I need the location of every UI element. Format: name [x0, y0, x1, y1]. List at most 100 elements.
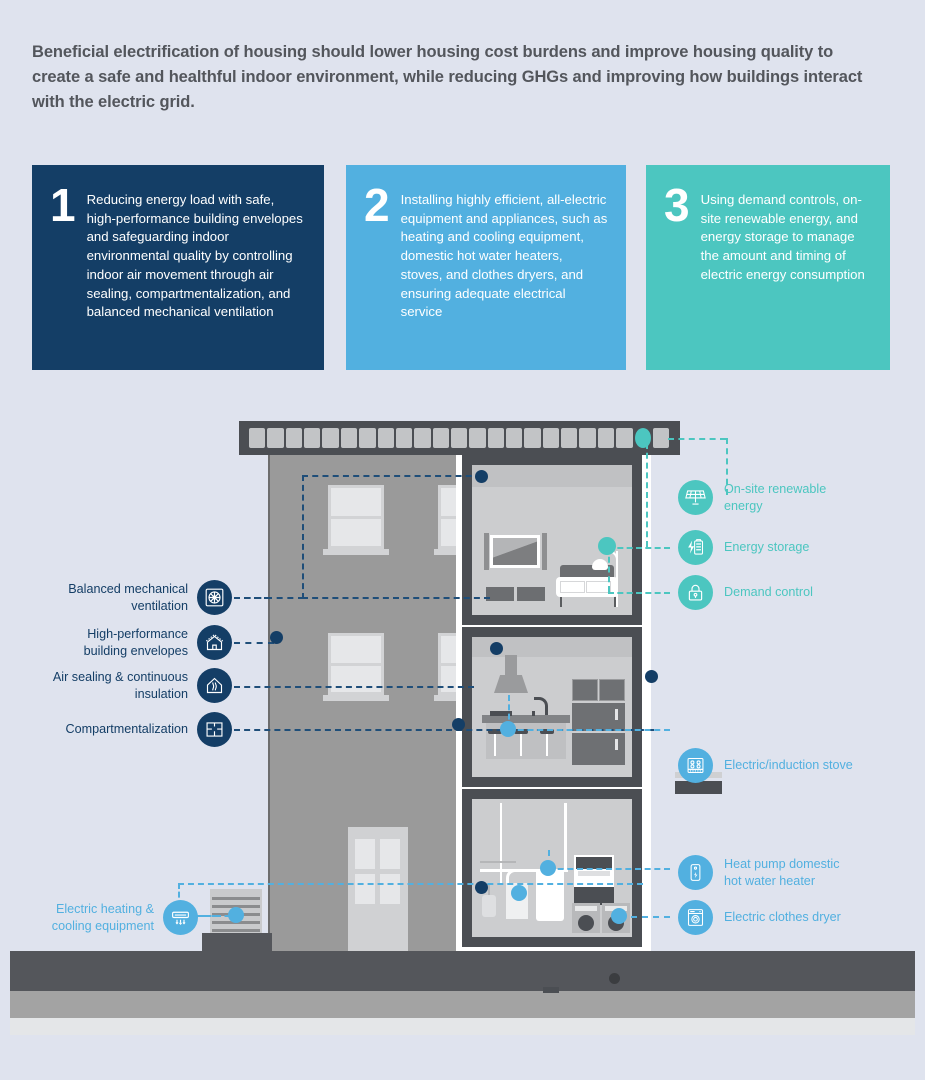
credenza-left — [486, 587, 514, 601]
building-entry-door — [348, 827, 408, 951]
stove-icon — [678, 748, 713, 783]
kitchen-ceiling — [472, 637, 632, 657]
hotspot-water-heater — [540, 860, 556, 876]
pillar-card-1-text: Reducing energy load with safe, high-per… — [86, 192, 303, 320]
callout-energy-storage[interactable]: Energy storage — [678, 530, 913, 565]
kitchen-island-counter — [482, 715, 570, 723]
building-cutaway-illustration — [0, 395, 925, 1035]
facade-window-sill-4 — [434, 695, 468, 701]
tv-speaker-left — [484, 533, 489, 570]
connector-solar-a — [668, 438, 726, 440]
connector-compartmentalization — [234, 729, 654, 731]
sofa-leg-left — [560, 597, 562, 607]
bar-stool-3 — [540, 729, 554, 734]
pillar-card-3-text: Using demand controls, on-site renewable… — [700, 192, 865, 282]
connector-demand-control — [608, 592, 670, 594]
television — [490, 535, 540, 568]
kitchen-faucet — [534, 697, 548, 715]
callout-electric-heating-cooling-equipment[interactable]: Electric heating & cooling equipment — [20, 900, 198, 935]
mini-split-icon — [163, 900, 198, 935]
house-envelope-icon — [197, 625, 232, 660]
connector-airsealing — [234, 686, 474, 688]
callout-label: Energy storage — [724, 540, 810, 555]
utility-pipe-elbow — [506, 869, 526, 887]
callout-label: Electric heating & cooling equipment — [51, 901, 154, 933]
connector-ventilation-c — [302, 475, 482, 477]
heat-pump-water-heater — [536, 869, 620, 984]
upper-cabinet-right — [599, 679, 625, 701]
hotspot-living-ceiling — [475, 881, 488, 894]
facade-window-sill-2 — [434, 549, 468, 555]
bar-stool-2 — [514, 729, 528, 734]
utility-pipe-vertical-2 — [564, 803, 567, 869]
tv-speaker-right — [542, 533, 547, 570]
callout-label: Heat pump domestic hot water heater — [724, 856, 840, 888]
hotspot-compartmentalization — [452, 718, 465, 731]
living-room-ceiling — [472, 465, 632, 487]
water-heater-icon — [678, 855, 713, 890]
expansion-tank — [482, 895, 496, 917]
facade-edge — [268, 455, 270, 951]
hvac-pad — [202, 933, 272, 951]
connector-hvac-c — [178, 883, 643, 885]
floorplan-icon — [197, 712, 232, 747]
pillar-card-1-number: 1 — [50, 179, 76, 231]
solar-panel-array — [249, 428, 669, 448]
ground-band-light — [10, 1018, 915, 1035]
callout-electric-clothes-dryer[interactable]: Electric clothes dryer — [678, 900, 913, 935]
connector-storage — [608, 547, 670, 549]
hotspot-energy-storage — [598, 537, 616, 555]
connector-roof-drop — [646, 443, 648, 547]
pillar-card-2: 2 Installing highly efficient, all-elect… — [346, 165, 626, 370]
callout-label: Balanced mechanical ventilation — [68, 581, 188, 613]
page-headline: Beneficial electrification of housing sh… — [32, 43, 863, 112]
utility-pipe-branch — [480, 861, 516, 863]
utility-pipe-vertical-1 — [500, 803, 502, 883]
hotspot-dryer — [611, 908, 627, 924]
credenza-right — [517, 587, 545, 601]
callout-compartmentalization[interactable]: Compartmentalization — [44, 712, 232, 747]
hotspot-cooktop — [500, 721, 516, 737]
callout-label: Air sealing & continuous insulation — [52, 669, 188, 701]
facade-window-upper-left — [328, 485, 384, 549]
callout-label: Compartmentalization — [65, 722, 189, 737]
pillar-card-2-text: Installing highly efficient, all-electri… — [400, 192, 608, 320]
sofa-leg-right — [614, 597, 616, 607]
callout-demand-control[interactable]: Demand control — [678, 575, 913, 610]
callout-on-site-renewable-energy[interactable]: On-site renewable energy — [678, 480, 913, 515]
callout-balanced-mechanical-ventilation[interactable]: Balanced mechanical ventilation — [50, 580, 232, 615]
hotspot-hvac — [228, 907, 244, 923]
connector-compartment-top — [302, 597, 490, 599]
callout-label: Demand control — [724, 585, 813, 600]
callout-label: Electric/induction stove — [724, 758, 853, 773]
lock-icon — [678, 575, 713, 610]
callout-heat-pump-domestic-hot-water-heater[interactable]: Heat pump domestic hot water heater — [678, 855, 913, 890]
clothes-dryer-icon — [678, 900, 713, 935]
callout-air-sealing-continuous-insulation[interactable]: Air sealing & continuous insulation — [40, 668, 232, 703]
pillar-card-3: 3 Using demand controls, on-site renewab… — [646, 165, 890, 370]
hotspot-airsealing — [645, 670, 658, 683]
solar-connector-dot — [634, 428, 651, 448]
sofa-cushion-right — [586, 581, 611, 593]
battery-icon — [678, 530, 713, 565]
connector-envelope — [234, 642, 274, 644]
facade-window-sill-1 — [323, 549, 389, 555]
laundry-cabinet — [574, 887, 614, 905]
bar-stool-1 — [488, 729, 502, 734]
callout-electric-induction-stove[interactable]: Electric/induction stove — [678, 748, 913, 783]
floor-lamp-shade — [592, 559, 608, 570]
connector-ventilation-b — [302, 475, 304, 599]
range-hood-duct — [505, 655, 517, 677]
house-insulation-icon — [197, 668, 232, 703]
connector-hvac-b — [178, 883, 180, 915]
living-room — [472, 465, 632, 615]
solar-panel-icon — [678, 480, 713, 515]
ground-band-dark — [10, 951, 915, 991]
ground-band-mid — [10, 991, 915, 1018]
callout-high-performance-building-envelopes[interactable]: High-performance building envelopes — [50, 625, 232, 660]
facade-window-lower-left — [328, 633, 384, 695]
hotspot-utility — [511, 885, 527, 901]
callout-label: On-site renewable energy — [724, 481, 827, 513]
induction-cooktop — [490, 711, 512, 716]
